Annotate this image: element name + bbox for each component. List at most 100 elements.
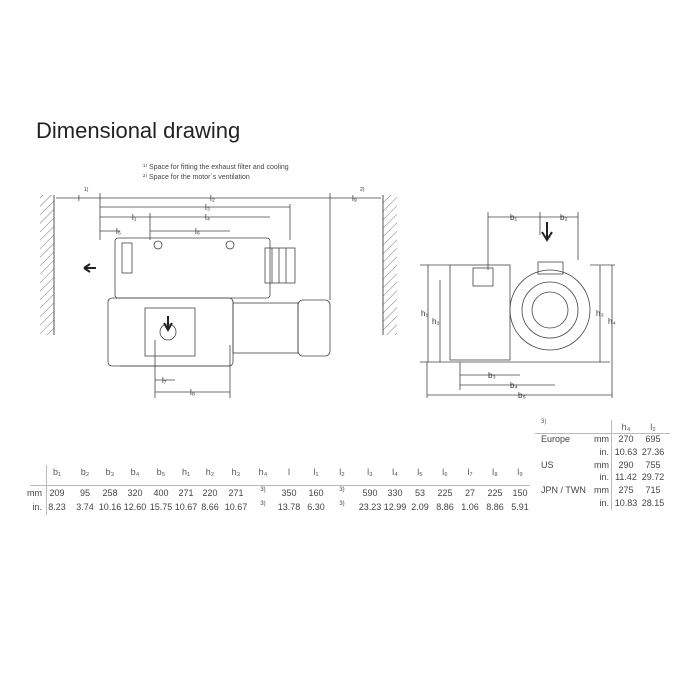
table-cell-h4: 11.42 — [615, 472, 637, 483]
label-l3: l₃ — [205, 203, 210, 212]
inlet-arrow-icon — [541, 222, 553, 242]
column-header: b₂ — [80, 467, 90, 477]
exhaust-arrow-icon — [83, 263, 96, 273]
table-cell: 53 — [414, 488, 426, 498]
front-view-drawing: b₁ b₂ b₃ b₄ b₅ h₁ h₂ h₃ h₄ — [420, 212, 616, 400]
column-header: b₃ — [105, 467, 115, 477]
side-view-drawing: l 1) l₂ l₃ l₁ l₄ l₅ l₆ l₇ l₈ l₉ 2) — [40, 187, 397, 398]
label-h4: h₄ — [608, 317, 616, 326]
table-cell: 13.78 — [277, 502, 301, 512]
table-cell: 3) — [339, 487, 345, 493]
table-cell: 2.09 — [411, 502, 429, 512]
table-cell: 271 — [228, 488, 244, 498]
table-cell: 10.67 — [174, 502, 198, 512]
table-cell: 12.60 — [123, 502, 147, 512]
table-cell: 150 — [512, 488, 528, 498]
label-b5: b₅ — [518, 391, 526, 400]
table-cell-l2: 715 — [645, 485, 661, 496]
label-l9-note: 2) — [360, 187, 365, 193]
row-unit: in. — [599, 498, 609, 508]
column-header: h₂ — [205, 467, 215, 477]
table-cell: 5.91 — [511, 502, 529, 512]
table-cell: 3) — [260, 487, 266, 493]
column-header: h₃ — [231, 467, 241, 477]
table-cell-h4: 275 — [618, 485, 634, 496]
table-cell: 10.67 — [224, 502, 248, 512]
row-unit: in. — [599, 472, 609, 483]
column-header: b₄ — [130, 467, 140, 477]
label-l8: l₈ — [190, 388, 195, 397]
table-cell-l2: 755 — [645, 459, 661, 470]
label-h1: h₁ — [421, 309, 428, 318]
table-cell: 8.23 — [48, 502, 66, 512]
table-cell: 8.86 — [436, 502, 454, 512]
page-title: Dimensional drawing — [36, 118, 241, 143]
label-l6: l₆ — [195, 227, 200, 236]
label-b2: b₂ — [560, 213, 568, 222]
table-cell: 95 — [79, 488, 91, 498]
column-header: l₅ — [417, 467, 423, 477]
table-cell: 209 — [49, 488, 65, 498]
table-cell: 15.75 — [149, 502, 173, 512]
table-cell-l2: 27.36 — [641, 446, 665, 457]
table-cell: 225 — [437, 488, 453, 498]
table-cell: 160 — [308, 488, 324, 498]
column-header: l — [288, 467, 290, 477]
table-cell: 271 — [178, 488, 194, 498]
table-cell: 350 — [281, 488, 297, 498]
label-b4: b₄ — [510, 381, 518, 390]
column-header: b₅ — [156, 467, 166, 477]
row-unit: mm — [594, 485, 609, 496]
table-cell: 3) — [260, 501, 266, 507]
region-table-note: 3) — [541, 419, 547, 425]
label-b1: b₁ — [510, 213, 517, 222]
label-l2: l₂ — [210, 194, 215, 203]
table-cell: 8.86 — [486, 502, 504, 512]
row-unit: mm — [594, 434, 609, 444]
region-label: Europe — [541, 434, 571, 444]
table-cell: 220 — [202, 488, 218, 498]
column-header: l₇ — [467, 467, 473, 477]
column-header: l₈ — [492, 467, 498, 477]
column-header: l₆ — [442, 467, 448, 477]
table-cell-l2: 28.15 — [641, 498, 665, 508]
table-cell-h4: 270 — [618, 434, 634, 444]
right-wall-hatch — [383, 195, 397, 335]
table-cell: 3) — [339, 501, 345, 507]
label-h2: h₂ — [432, 317, 440, 326]
column-header: h₄ — [621, 422, 631, 432]
table-cell: 258 — [102, 488, 118, 498]
region-label: JPN / TWN — [541, 485, 586, 496]
table-cell: 12.99 — [383, 502, 407, 512]
column-header: l₄ — [392, 467, 398, 477]
table-cell: 225 — [487, 488, 503, 498]
column-header: l₃ — [367, 467, 373, 477]
label-l-note: 1) — [84, 187, 89, 193]
table-cell-h4: 10.83 — [614, 498, 638, 508]
table-cell-h4: 10.63 — [614, 446, 638, 457]
column-header: h₁ — [181, 467, 191, 477]
table-cell: 1.06 — [461, 502, 479, 512]
label-l5: l₅ — [116, 227, 121, 236]
table-cell-l2: 695 — [645, 434, 661, 444]
table-cell: 8.66 — [201, 502, 219, 512]
column-header: l₂ — [650, 422, 656, 432]
label-h3: h₃ — [596, 309, 604, 318]
region-label: US — [541, 459, 554, 470]
table-cell: 10.16 — [98, 502, 122, 512]
table-cell: 400 — [153, 488, 169, 498]
row-unit: in. — [32, 502, 42, 512]
label-l1: l₁ — [132, 213, 137, 222]
row-unit: mm — [594, 459, 609, 470]
column-header: b₁ — [52, 467, 62, 477]
column-header: l₁ — [313, 467, 319, 477]
row-unit: mm — [27, 488, 42, 498]
table-cell: 330 — [387, 488, 403, 498]
inlet-arrow-icon — [163, 316, 173, 333]
label-l4: l₄ — [205, 213, 210, 222]
table-cell: 27 — [464, 488, 476, 498]
table-cell-l2: 29.72 — [641, 472, 665, 483]
footnote-1: ¹⁾ Space for fitting the exhaust filter … — [143, 164, 289, 171]
column-header: h₄ — [258, 467, 268, 477]
